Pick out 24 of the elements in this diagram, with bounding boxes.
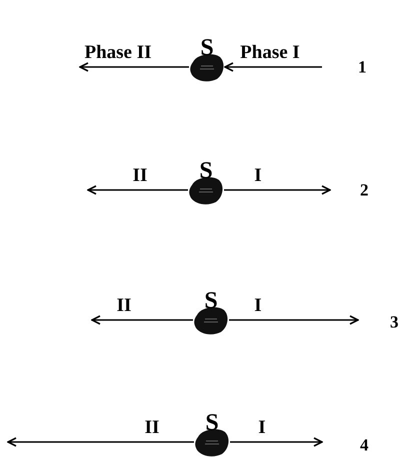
arrow xyxy=(91,315,193,325)
row-number: 1 xyxy=(358,58,366,76)
row-number: 2 xyxy=(360,182,368,198)
row-number: 4 xyxy=(360,436,368,454)
edge-label: I xyxy=(254,296,262,315)
arrow xyxy=(224,185,331,195)
edge-label: I xyxy=(258,418,266,437)
node-label: S xyxy=(200,36,214,60)
arrow xyxy=(7,437,194,447)
row-number: 3 xyxy=(390,314,398,330)
node-label: S xyxy=(204,289,218,313)
edge-label: II xyxy=(144,418,160,437)
arrow xyxy=(224,62,322,72)
edge-label: Phase I xyxy=(240,43,300,62)
node-label: S xyxy=(205,411,219,435)
arrow xyxy=(229,315,359,325)
edge-label: II xyxy=(116,296,132,315)
arrow xyxy=(230,437,323,447)
edge-label: Phase II xyxy=(84,43,152,62)
node-label: S xyxy=(199,159,213,183)
arrow xyxy=(87,185,188,195)
arrow xyxy=(79,62,189,72)
edge-label: I xyxy=(254,166,262,185)
edge-label: II xyxy=(132,166,148,185)
